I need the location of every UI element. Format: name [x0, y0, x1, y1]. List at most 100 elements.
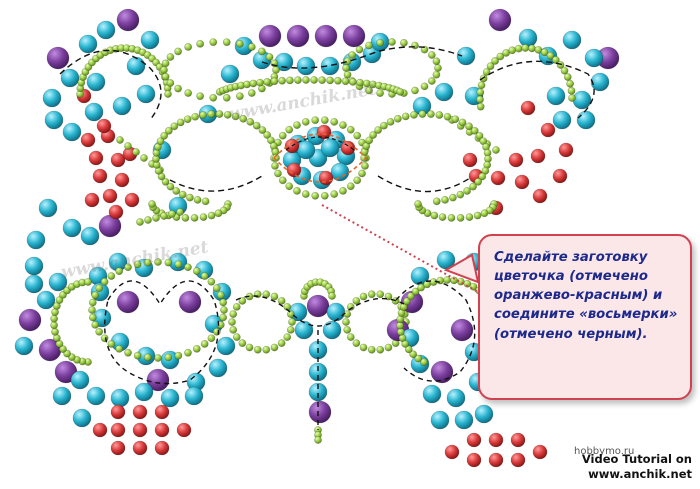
- seed-bead: [311, 191, 320, 200]
- purple-bead: [116, 8, 140, 32]
- seed-bead: [184, 263, 192, 272]
- cyan-bead: [110, 388, 130, 408]
- seed-bead: [232, 302, 241, 311]
- seed-bead: [278, 131, 287, 140]
- seed-bead: [160, 131, 169, 140]
- seed-bead: [411, 41, 419, 50]
- seed-bead: [369, 131, 378, 139]
- cyan-bead: [572, 90, 592, 110]
- seed-bead: [456, 190, 465, 199]
- seed-bead: [115, 267, 124, 276]
- seed-bead: [376, 345, 385, 354]
- seed-bead: [160, 66, 168, 74]
- seed-bead: [166, 79, 175, 87]
- seed-bead: [339, 187, 347, 195]
- seed-bead: [271, 162, 279, 170]
- seed-bead: [361, 162, 369, 170]
- seed-bead: [288, 318, 296, 326]
- seed-bead: [396, 315, 405, 324]
- seed-bead: [551, 56, 560, 64]
- purple-bead: [308, 400, 332, 424]
- cyan-bead: [72, 408, 92, 428]
- seed-bead: [222, 38, 231, 47]
- red-bead: [462, 152, 478, 168]
- seed-bead: [178, 190, 187, 199]
- cyan-bead: [84, 102, 104, 122]
- red-bead: [132, 422, 148, 438]
- seed-bead: [365, 86, 373, 95]
- seed-bead: [270, 343, 279, 352]
- cyan-bead: [546, 86, 566, 106]
- red-bead: [132, 404, 148, 420]
- seed-bead: [334, 76, 342, 85]
- cyan-bead: [454, 410, 474, 430]
- seed-bead: [161, 59, 170, 68]
- cyan-bead: [430, 410, 450, 430]
- seed-bead: [192, 267, 201, 276]
- cyan-bead: [322, 320, 342, 340]
- instruction-callout: Сделайте заготовку цветочка (отмечено ор…: [478, 234, 692, 400]
- seed-bead: [229, 325, 238, 334]
- seed-bead: [414, 354, 423, 363]
- seed-bead: [414, 200, 422, 208]
- seed-bead: [184, 89, 193, 97]
- seed-bead: [330, 117, 339, 126]
- seed-bead: [274, 169, 282, 178]
- seed-bead: [346, 125, 355, 134]
- seed-bead: [486, 62, 495, 71]
- seed-bead: [190, 213, 199, 222]
- seed-bead: [463, 279, 472, 288]
- red-bead: [316, 124, 332, 140]
- seed-bead: [396, 87, 405, 96]
- cyan-bead: [422, 384, 442, 404]
- seed-bead: [475, 131, 484, 140]
- red-bead: [114, 172, 130, 188]
- seed-bead: [314, 436, 322, 444]
- seed-bead: [258, 47, 266, 56]
- seed-bead: [367, 345, 376, 354]
- cyan-bead: [584, 48, 604, 68]
- seed-bead: [256, 78, 264, 87]
- seed-bead: [88, 306, 96, 314]
- thread-path: [104, 280, 220, 385]
- cyan-bead: [14, 336, 34, 356]
- seed-bead: [100, 334, 109, 343]
- cyan-bead: [434, 82, 454, 102]
- cyan-bead: [96, 20, 116, 40]
- seed-bead: [480, 209, 489, 218]
- seed-bead: [560, 66, 569, 75]
- seed-bead: [479, 74, 488, 83]
- red-bead: [84, 192, 100, 208]
- seed-bead: [283, 333, 292, 342]
- seed-bead: [107, 340, 116, 348]
- red-bead: [510, 452, 526, 468]
- seed-bead: [212, 284, 221, 293]
- seed-bead: [476, 95, 484, 104]
- cyan-bead: [136, 84, 156, 104]
- seed-bead: [124, 348, 132, 357]
- seed-bead: [491, 57, 500, 65]
- cyan-bead: [518, 28, 538, 48]
- seed-bead: [156, 137, 165, 146]
- seed-bead: [293, 76, 302, 85]
- red-bead: [154, 404, 170, 420]
- seed-bead: [249, 79, 258, 88]
- seed-bead: [320, 191, 329, 200]
- purple-bead: [46, 46, 70, 70]
- seed-bead: [427, 51, 436, 59]
- purple-bead: [314, 24, 338, 48]
- cyan-bead: [208, 358, 228, 378]
- cyan-bead: [294, 320, 314, 340]
- seed-bead: [191, 112, 200, 121]
- red-bead: [176, 422, 192, 438]
- red-bead: [154, 440, 170, 456]
- red-bead: [340, 140, 356, 156]
- beads-layer: [14, 8, 620, 468]
- red-bead: [286, 162, 302, 178]
- seed-bead: [238, 296, 247, 305]
- credit-line-1: Video Tutorial on: [581, 451, 692, 466]
- cyan-bead: [62, 218, 82, 238]
- seed-bead: [367, 290, 376, 299]
- cyan-bead: [80, 226, 100, 246]
- red-bead: [124, 192, 140, 208]
